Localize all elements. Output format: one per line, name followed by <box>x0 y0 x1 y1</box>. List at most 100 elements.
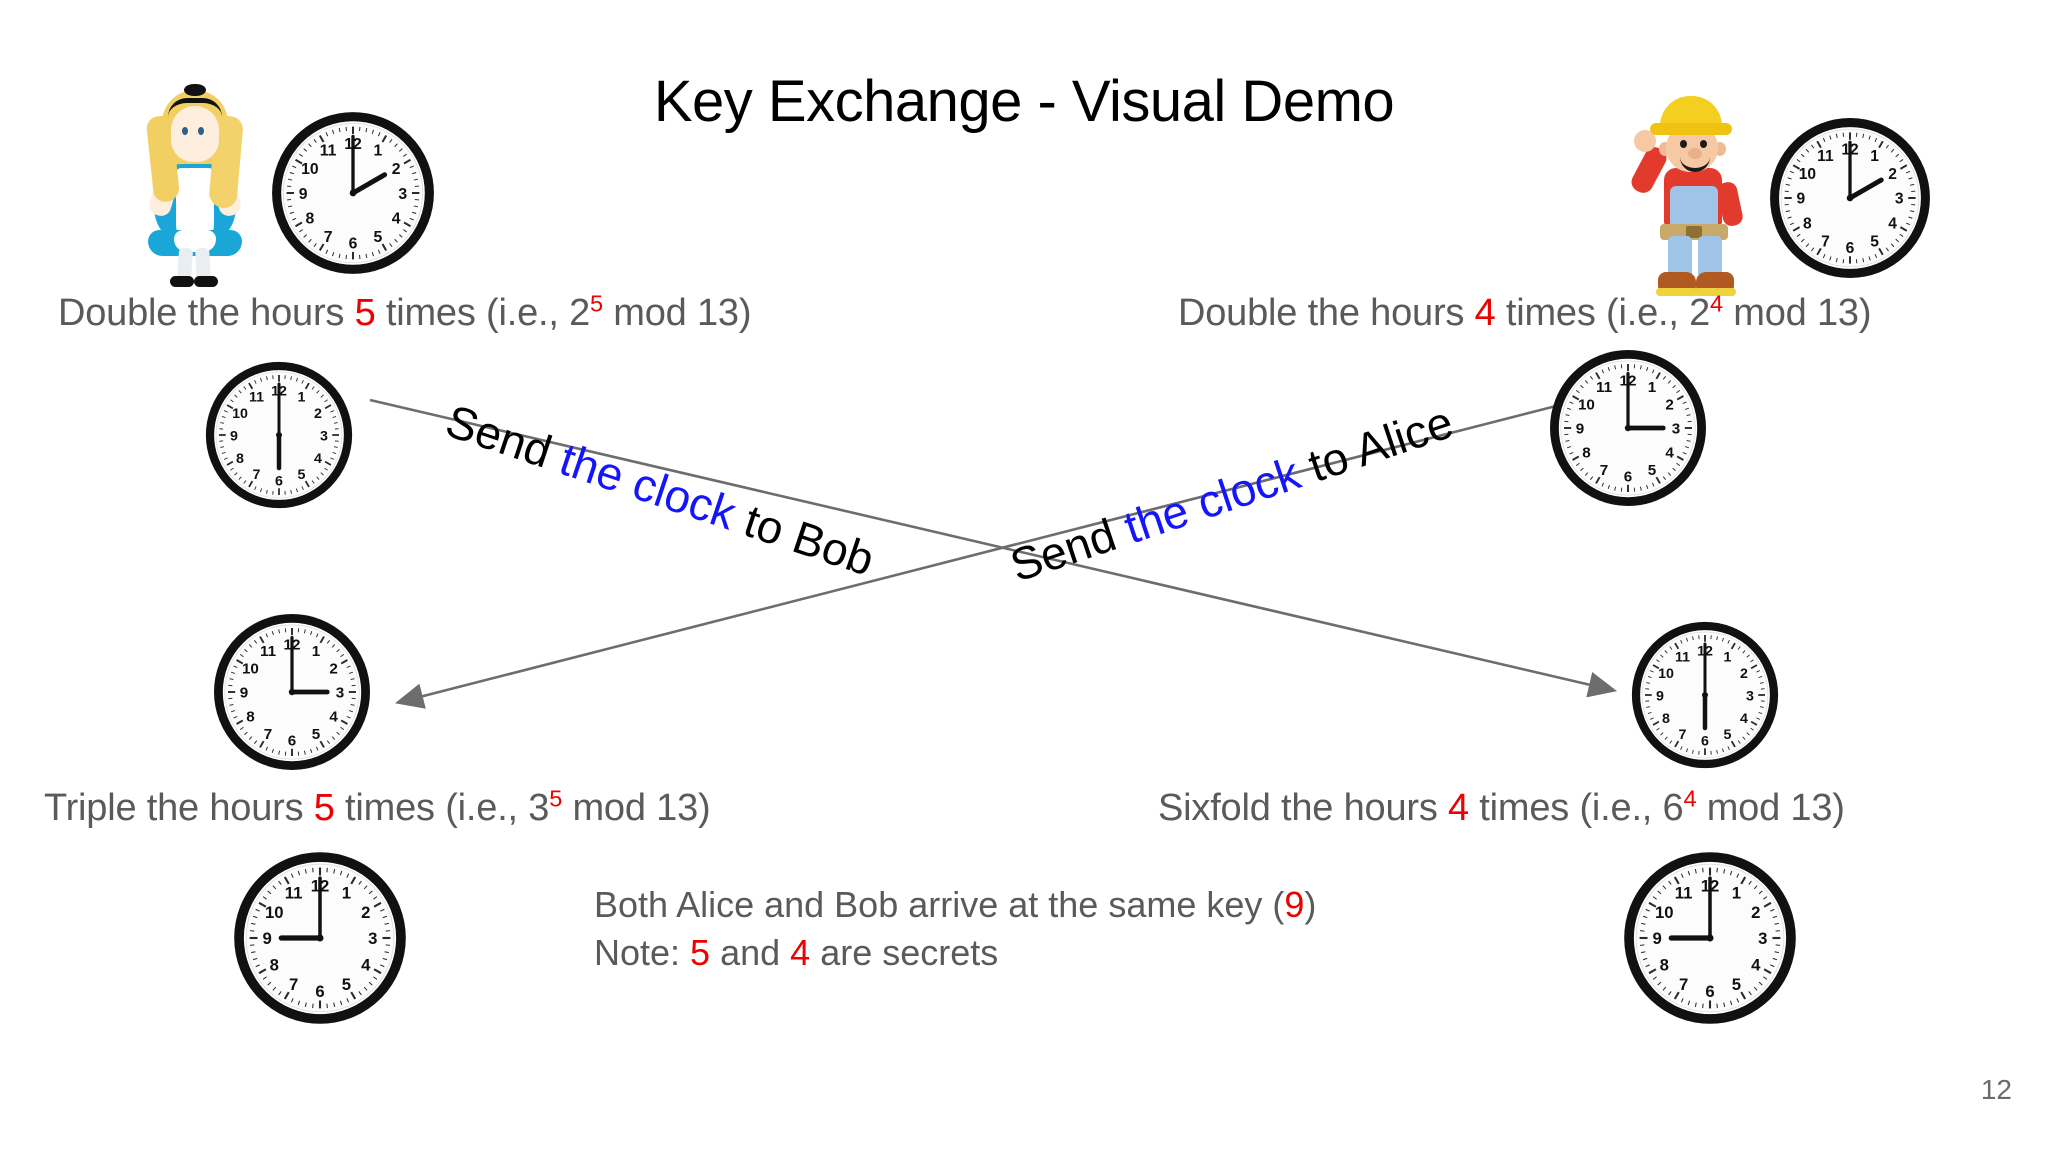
svg-text:5: 5 <box>374 229 383 246</box>
bob-final-prefix: Sixfold the hours <box>1158 787 1449 829</box>
svg-text:6: 6 <box>275 473 283 489</box>
svg-text:4: 4 <box>314 451 322 467</box>
alice-step-prefix: Double the hours <box>58 292 355 334</box>
svg-text:1: 1 <box>342 883 351 902</box>
svg-text:4: 4 <box>1751 956 1761 975</box>
svg-text:11: 11 <box>320 143 337 160</box>
svg-text:10: 10 <box>1658 666 1674 682</box>
bob-final-secret: 4 <box>1448 787 1469 829</box>
svg-text:11: 11 <box>1817 148 1834 165</box>
svg-text:4: 4 <box>329 709 338 726</box>
bob-step-secret: 4 <box>1474 292 1496 334</box>
svg-text:5: 5 <box>342 975 351 994</box>
bob-left-leg <box>1668 236 1692 278</box>
svg-text:5: 5 <box>312 726 321 743</box>
bob-final-caption: Sixfold the hours 4 times (i.e., 64 mod … <box>1158 787 1845 830</box>
svg-text:3: 3 <box>1895 191 1904 208</box>
send-to-alice-before: Send <box>1003 504 1135 592</box>
svg-text:5: 5 <box>1724 727 1732 743</box>
svg-text:9: 9 <box>1576 421 1584 438</box>
svg-text:2: 2 <box>1751 903 1760 922</box>
bob-right-eye <box>1700 140 1707 148</box>
svg-text:7: 7 <box>253 467 261 483</box>
send-to-alice-after: to Alice <box>1289 395 1460 496</box>
page-number: 12 <box>1980 1074 2012 1105</box>
alice-step-suffix: mod 13) <box>602 292 752 334</box>
svg-text:11: 11 <box>1596 379 1613 396</box>
svg-text:4: 4 <box>361 956 371 975</box>
conclusion-line1-suffix: ) <box>1304 884 1317 925</box>
send-to-alice-label: Send the clock to Alice <box>1003 395 1459 593</box>
bob-left-eye <box>1680 140 1687 148</box>
send-to-bob-label: Send the clock to Bob <box>439 393 881 586</box>
svg-text:5: 5 <box>1648 462 1657 479</box>
bob-waving-hand <box>1634 130 1656 152</box>
svg-text:10: 10 <box>232 406 248 422</box>
bob-step-suffix: mod 13) <box>1722 292 1872 334</box>
svg-text:4: 4 <box>392 211 401 228</box>
svg-text:9: 9 <box>230 428 238 444</box>
alice-step-secret: 5 <box>354 292 376 334</box>
svg-text:8: 8 <box>1662 711 1670 727</box>
svg-text:10: 10 <box>301 161 319 178</box>
send-to-bob-before: Send <box>439 394 571 482</box>
svg-text:3: 3 <box>1672 421 1680 438</box>
alice-final-secret: 5 <box>313 787 335 829</box>
svg-text:6: 6 <box>315 982 324 1001</box>
svg-text:8: 8 <box>1582 445 1590 462</box>
alice-final-prefix: Triple the hours <box>44 787 314 829</box>
page-title: Key Exchange - Visual Demo <box>653 69 1395 134</box>
svg-text:7: 7 <box>1600 462 1608 479</box>
svg-text:9: 9 <box>1796 191 1805 208</box>
svg-text:2: 2 <box>1740 666 1748 682</box>
svg-text:3: 3 <box>398 186 407 203</box>
svg-text:2: 2 <box>1665 397 1673 414</box>
svg-text:7: 7 <box>264 726 272 743</box>
send-to-alice-highlight: the clock <box>1117 446 1307 554</box>
alice-step-middle: times (i.e., 2 <box>375 292 591 334</box>
conclusion-shared-key: 9 <box>1284 884 1305 925</box>
bob-final-exponent: 4 <box>1683 785 1697 812</box>
svg-text:2: 2 <box>361 903 370 922</box>
svg-text:9: 9 <box>263 929 272 948</box>
svg-text:6: 6 <box>1705 982 1714 1001</box>
conclusion-line2-middle: and <box>710 932 791 973</box>
svg-text:8: 8 <box>1660 956 1669 975</box>
svg-text:10: 10 <box>1578 397 1595 414</box>
svg-text:3: 3 <box>336 685 344 702</box>
svg-text:11: 11 <box>285 883 303 902</box>
svg-text:6: 6 <box>1701 733 1709 749</box>
svg-text:11: 11 <box>249 389 264 405</box>
conclusion-line2-suffix: are secrets <box>810 932 999 973</box>
svg-text:1: 1 <box>298 389 306 405</box>
bob-right-boot <box>1696 272 1734 292</box>
alice-character <box>140 80 250 290</box>
bob-left-boot <box>1658 272 1696 292</box>
alice-final-suffix: mod 13) <box>562 787 711 829</box>
svg-text:2: 2 <box>314 406 322 422</box>
conclusion-line1-prefix: Both Alice and Bob arrive at the same ke… <box>594 884 1285 925</box>
alice-final-middle: times (i.e., 3 <box>334 787 550 829</box>
alice-apron-hem <box>174 230 216 252</box>
svg-text:6: 6 <box>1624 469 1632 486</box>
svg-text:1: 1 <box>374 143 383 160</box>
svg-text:7: 7 <box>1679 975 1688 994</box>
bob-belt-buckle <box>1686 226 1702 238</box>
svg-text:7: 7 <box>289 975 298 994</box>
svg-text:7: 7 <box>1679 727 1687 743</box>
conclusion-line-2: Note: 5 and 4 are secrets <box>594 932 998 974</box>
svg-text:1: 1 <box>1870 148 1879 165</box>
svg-text:1: 1 <box>1732 883 1741 902</box>
conclusion-line2-prefix: Note: <box>594 932 691 973</box>
alice-right-shoe <box>194 276 218 287</box>
alice-left-eye <box>182 127 188 135</box>
send-to-bob-highlight: the clock <box>553 432 743 540</box>
svg-text:7: 7 <box>1821 233 1830 250</box>
bob-right-leg <box>1698 236 1722 278</box>
